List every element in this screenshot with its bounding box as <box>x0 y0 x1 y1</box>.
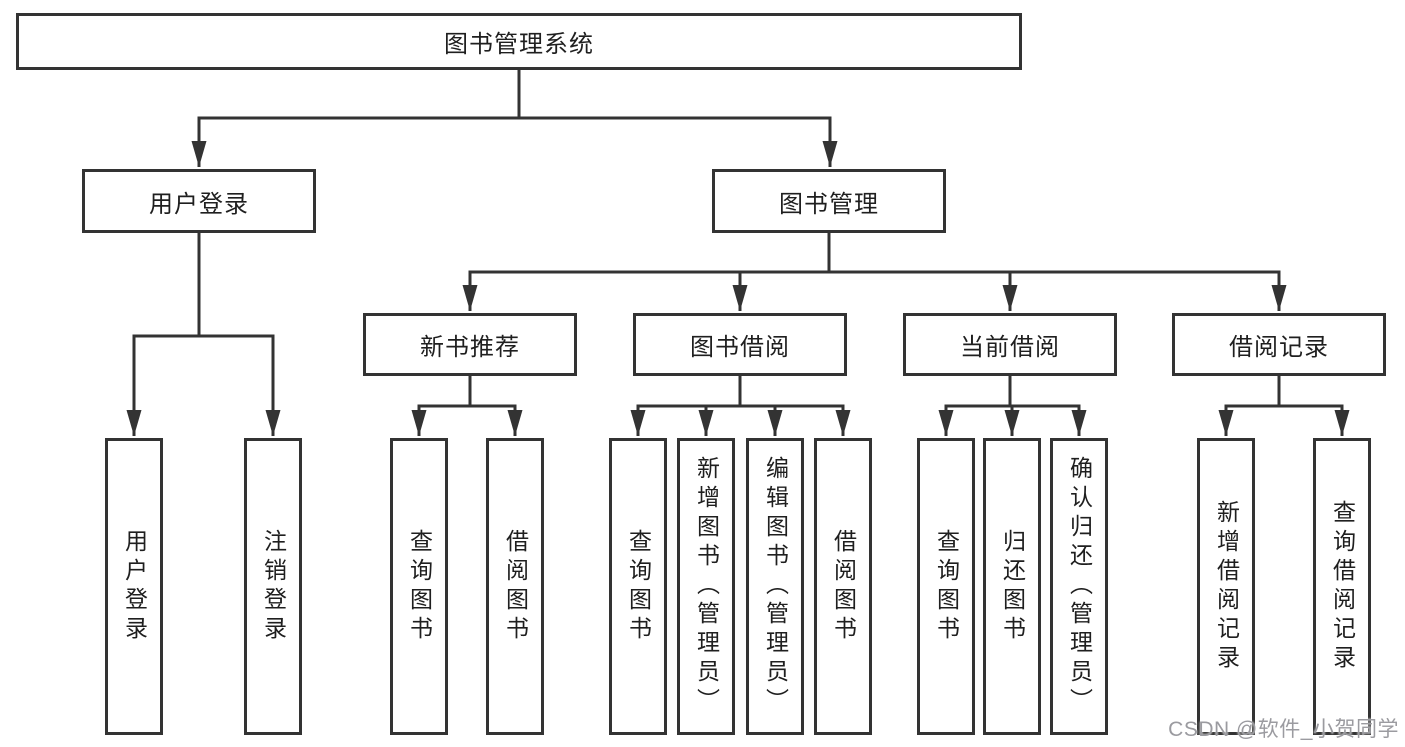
node-book-borrow: 图书借阅 <box>633 313 847 376</box>
node-book-management-label: 图书管理 <box>779 190 879 218</box>
leaf-query-borrow-record: 查询借阅记录 <box>1313 438 1371 735</box>
leaf-borrow-book-recommend: 借阅图书 <box>486 438 544 735</box>
leaf-query-book-borrow: 查询图书 <box>609 438 667 735</box>
leaf-borrow-book-recommend-label: 借阅图书 <box>502 528 529 645</box>
leaf-query-borrow-record-label: 查询借阅记录 <box>1329 499 1356 674</box>
node-new-book-recommend: 新书推荐 <box>363 313 577 376</box>
node-book-management: 图书管理 <box>712 169 946 233</box>
csdn-watermark: CSDN @软件_小贺同学 <box>1168 718 1399 741</box>
leaf-return-book: 归还图书 <box>983 438 1041 735</box>
leaf-add-book-admin: 新增图书（管理员） <box>677 438 735 735</box>
node-current-borrow: 当前借阅 <box>903 313 1117 376</box>
leaf-confirm-return-admin-label: 确认归还（管理员） <box>1066 456 1093 717</box>
leaf-query-book-borrow-label: 查询图书 <box>625 528 652 645</box>
leaf-add-book-admin-label: 新增图书（管理员） <box>693 456 720 717</box>
leaf-query-book-current: 查询图书 <box>917 438 975 735</box>
leaf-logout: 注销登录 <box>244 438 302 735</box>
node-current-borrow-label: 当前借阅 <box>960 334 1060 361</box>
leaf-query-book-recommend: 查询图书 <box>390 438 448 735</box>
node-book-borrow-label: 图书借阅 <box>690 334 790 361</box>
node-root-label: 图书管理系统 <box>444 31 594 58</box>
leaf-add-borrow-record-label: 新增借阅记录 <box>1213 499 1240 674</box>
node-borrow-records-label: 借阅记录 <box>1229 334 1329 361</box>
leaf-add-borrow-record: 新增借阅记录 <box>1197 438 1255 735</box>
node-user-login: 用户登录 <box>82 169 316 233</box>
leaf-return-book-label: 归还图书 <box>999 528 1026 645</box>
leaf-edit-book-admin: 编辑图书（管理员） <box>746 438 804 735</box>
leaf-borrow-book-label: 借阅图书 <box>830 528 857 645</box>
leaf-logout-label: 注销登录 <box>260 528 287 645</box>
leaf-confirm-return-admin: 确认归还（管理员） <box>1050 438 1108 735</box>
leaf-edit-book-admin-label: 编辑图书（管理员） <box>762 456 789 717</box>
leaf-query-book-current-label: 查询图书 <box>933 528 960 645</box>
leaf-user-login: 用户登录 <box>105 438 163 735</box>
node-borrow-records: 借阅记录 <box>1172 313 1386 376</box>
node-new-book-recommend-label: 新书推荐 <box>420 334 520 361</box>
node-root: 图书管理系统 <box>16 13 1022 70</box>
leaf-query-book-recommend-label: 查询图书 <box>406 528 433 645</box>
connector-group <box>126 70 1350 436</box>
leaf-borrow-book: 借阅图书 <box>814 438 872 735</box>
leaf-user-login-label: 用户登录 <box>121 528 148 645</box>
node-user-login-label: 用户登录 <box>149 190 249 218</box>
